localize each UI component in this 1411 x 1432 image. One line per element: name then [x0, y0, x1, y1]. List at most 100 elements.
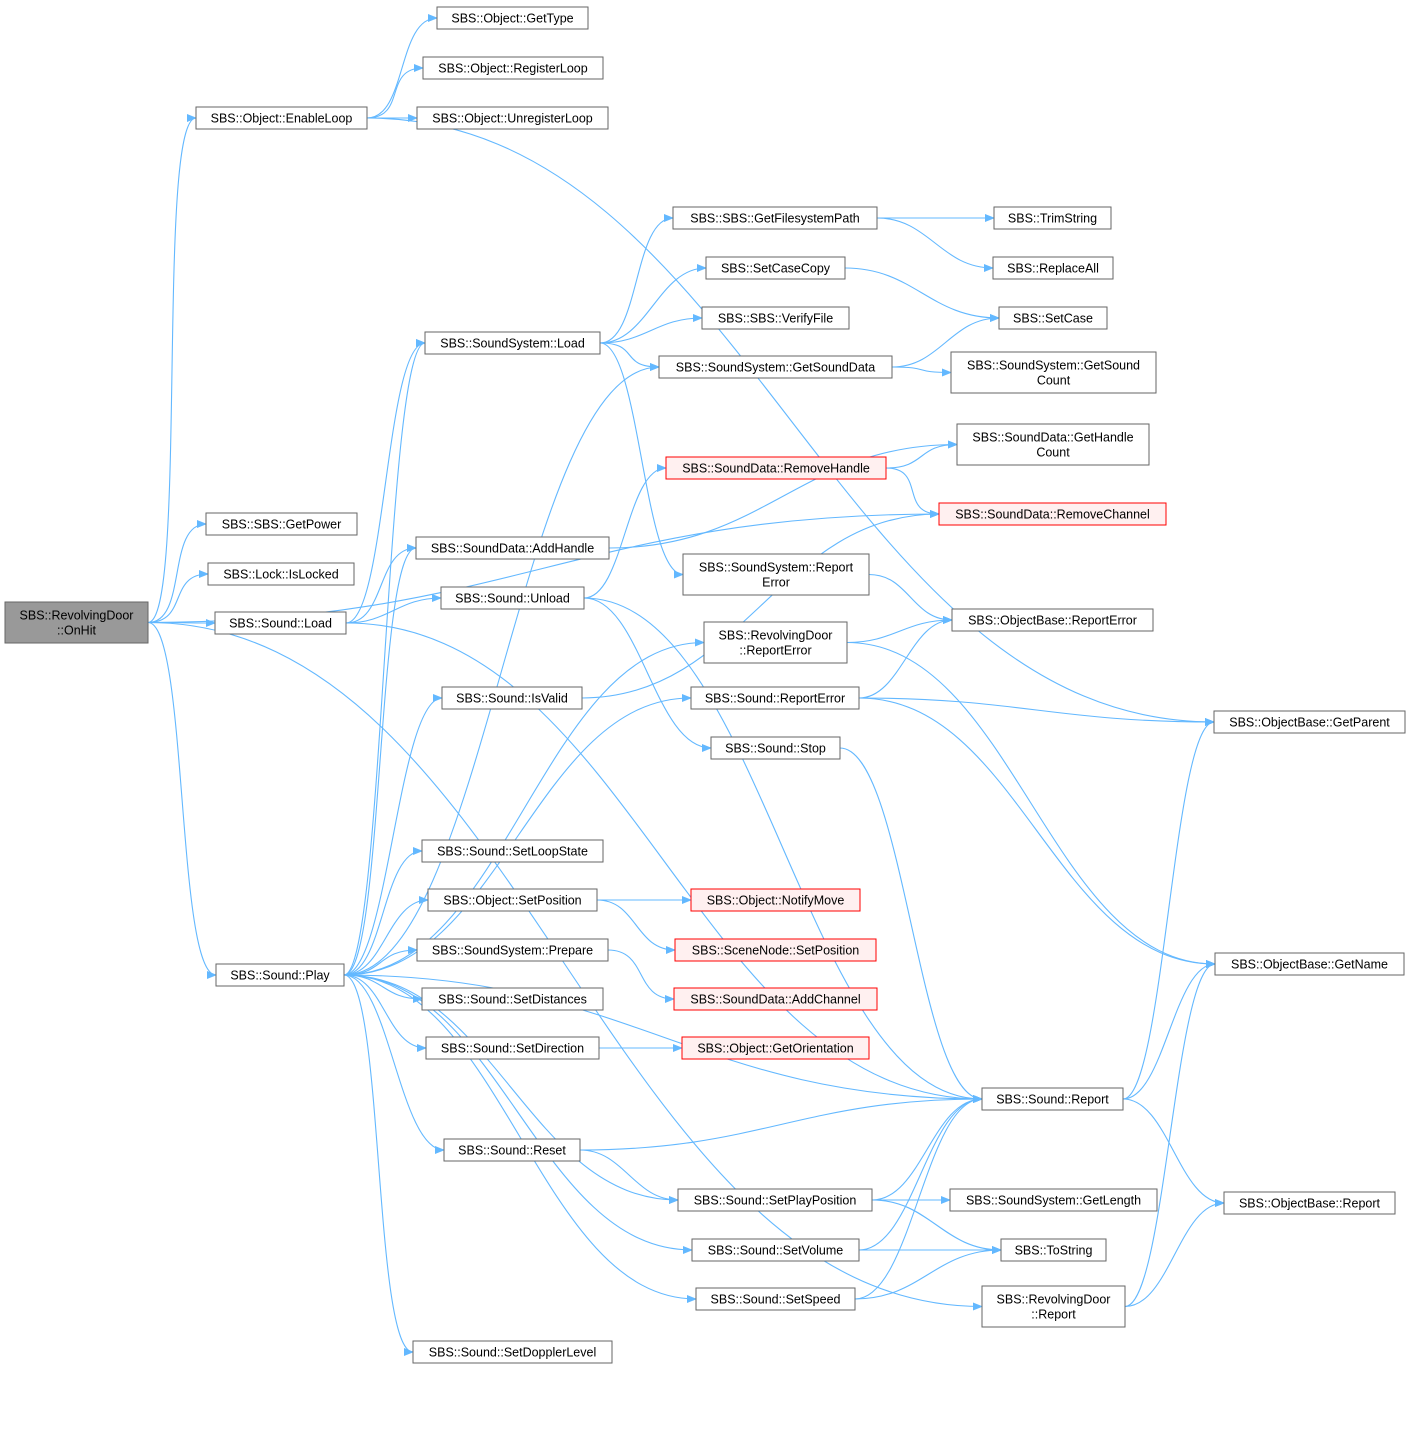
node-box [441, 686, 583, 710]
node-ssreporterror[interactable]: SBS::SoundSystem::ReportError [682, 553, 870, 596]
node-addhandle[interactable]: SBS::SoundData::AddHandle [415, 536, 610, 560]
edge-ssreporterror-to-objbasereporterror [868, 573, 953, 624]
edge-soundload-to-unload [345, 594, 442, 624]
node-getpower[interactable]: SBS::SBS::GetPower [205, 512, 358, 536]
node-label: SBS::SoundSystem::GetSound [967, 359, 1140, 373]
node-box [690, 888, 861, 912]
node-label: SBS::Object::SetPosition [443, 894, 581, 908]
node-box [672, 206, 878, 230]
node-getname[interactable]: SBS::ObjectBase::GetName [1214, 952, 1405, 976]
node-setspeed[interactable]: SBS::Sound::SetSpeed [695, 1287, 856, 1311]
node-soundreport[interactable]: SBS::Sound::Report [981, 1087, 1124, 1111]
node-removehandle[interactable]: SBS::SoundData::RemoveHandle [665, 456, 887, 480]
node-box [205, 512, 358, 536]
edge-onhit-to-rdreport [147, 621, 983, 1311]
node-getsounddata[interactable]: SBS::SoundSystem::GetSoundData [658, 355, 893, 379]
node-setloopstate[interactable]: SBS::Sound::SetLoopState [421, 839, 604, 863]
node-box [682, 553, 870, 596]
node-tostring[interactable]: SBS::ToString [1000, 1238, 1107, 1262]
node-enableloop[interactable]: SBS::Object::EnableLoop [195, 106, 368, 130]
node-soundreporterror[interactable]: SBS::Sound::ReportError [690, 686, 860, 710]
node-setcasecopy[interactable]: SBS::SetCaseCopy [705, 256, 846, 280]
edge-onhit-to-soundplay [147, 621, 217, 979]
edge-isvalid-to-removechannel [581, 510, 940, 699]
node-box [207, 562, 355, 586]
node-box [415, 536, 610, 560]
edge-soundplay-to-setdirection [343, 974, 427, 1052]
node-setplaypos[interactable]: SBS::Sound::SetPlayPosition [677, 1188, 873, 1212]
node-label: SBS::Object::EnableLoop [211, 112, 353, 126]
node-setdoppler[interactable]: SBS::Sound::SetDopplerLevel [412, 1340, 613, 1364]
node-label: SBS::Sound::SetPlayPosition [694, 1194, 857, 1208]
node-objsetposition[interactable]: SBS::Object::SetPosition [427, 888, 598, 912]
node-label: SBS::Sound::ReportError [705, 692, 845, 706]
edge-soundreport-to-objbasereport [1122, 1098, 1225, 1207]
node-unregisterloop[interactable]: SBS::Object::UnregisterLoop [416, 106, 609, 130]
node-isvalid[interactable]: SBS::Sound::IsValid [441, 686, 583, 710]
node-registerloop[interactable]: SBS::Object::RegisterLoop [422, 56, 604, 80]
node-label: SBS::RevolvingDoor [20, 609, 134, 623]
node-getparent[interactable]: SBS::ObjectBase::GetParent [1213, 710, 1406, 734]
node-verifyfile[interactable]: SBS::SBS::VerifyFile [701, 306, 850, 330]
edge-soundplay-to-setdistances [343, 974, 423, 1003]
node-scenesetposition[interactable]: SBS::SceneNode::SetPosition [674, 938, 877, 962]
node-addchannel[interactable]: SBS::SoundData::AddChannel [673, 987, 878, 1011]
node-soundplay[interactable]: SBS::Sound::Play [215, 963, 345, 987]
edge-onhit-to-enableloop [147, 114, 197, 624]
node-reset[interactable]: SBS::Sound::Reset [443, 1138, 581, 1162]
node-box [658, 355, 893, 379]
node-box [710, 736, 841, 760]
edge-soundplay-to-setdoppler [343, 974, 414, 1356]
edge-soundreport-to-getname [1122, 960, 1216, 1100]
node-stop[interactable]: SBS::Sound::Stop [710, 736, 841, 760]
node-box [412, 1340, 613, 1364]
node-box [421, 987, 604, 1011]
node-box [938, 502, 1167, 526]
node-label: SBS::SetCaseCopy [721, 262, 831, 276]
node-setdirection[interactable]: SBS::Sound::SetDirection [425, 1036, 600, 1060]
node-label: SBS::SBS::GetFilesystemPath [690, 212, 860, 226]
node-objbasereport[interactable]: SBS::ObjectBase::Report [1223, 1191, 1396, 1215]
node-getorientation[interactable]: SBS::Object::GetOrientation [681, 1036, 870, 1060]
node-rdreport[interactable]: SBS::RevolvingDoor::Report [981, 1285, 1126, 1328]
node-box [674, 938, 877, 962]
edge-setplaypos-to-tostring [871, 1199, 1002, 1254]
node-prepare[interactable]: SBS::SoundSystem::Prepare [416, 938, 609, 962]
node-box [416, 106, 609, 130]
edge-soundplay-to-isvalid [343, 694, 443, 976]
node-soundload[interactable]: SBS::Sound::Load [214, 611, 347, 635]
node-trimstring[interactable]: SBS::TrimString [993, 206, 1112, 230]
node-onhit[interactable]: SBS::RevolvingDoor::OnHit [4, 601, 149, 644]
node-label: SBS::Sound::Load [229, 617, 332, 631]
node-label: SBS::SoundData::RemoveHandle [682, 462, 870, 476]
node-removechannel[interactable]: SBS::SoundData::RemoveChannel [938, 502, 1167, 526]
node-setvolume[interactable]: SBS::Sound::SetVolume [691, 1238, 860, 1262]
node-box [421, 839, 604, 863]
edge-soundplay-to-getsounddata [343, 363, 660, 976]
node-box [422, 56, 604, 80]
node-rdreporterror[interactable]: SBS::RevolvingDoor::ReportError [703, 621, 848, 664]
node-box [981, 1285, 1126, 1328]
node-objbasereporterror[interactable]: SBS::ObjectBase::ReportError [951, 608, 1154, 632]
node-box [981, 1087, 1124, 1111]
node-box [424, 331, 601, 355]
edge-soundload-to-addhandle [345, 544, 417, 624]
node-getfspath[interactable]: SBS::SBS::GetFilesystemPath [672, 206, 878, 230]
node-setcase[interactable]: SBS::SetCase [998, 306, 1108, 330]
node-label: SBS::Sound::Report [996, 1093, 1109, 1107]
node-replaceall[interactable]: SBS::ReplaceAll [992, 256, 1114, 280]
node-notifymove[interactable]: SBS::Object::NotifyMove [690, 888, 861, 912]
node-label: SBS::SoundData::RemoveChannel [955, 508, 1150, 522]
node-unload[interactable]: SBS::Sound::Unload [440, 586, 585, 610]
node-setdistances[interactable]: SBS::Sound::SetDistances [421, 987, 604, 1011]
node-label: SBS::SBS::GetPower [222, 518, 342, 532]
node-gettype[interactable]: SBS::Object::GetType [436, 6, 589, 30]
node-sslload[interactable]: SBS::SoundSystem::Load [424, 331, 601, 355]
node-label: ::Report [1031, 1308, 1076, 1322]
node-getlength[interactable]: SBS::SoundSystem::GetLength [949, 1188, 1158, 1212]
node-islocked[interactable]: SBS::Lock::IsLocked [207, 562, 355, 586]
node-label: SBS::SBS::VerifyFile [718, 312, 833, 326]
node-label: ::ReportError [739, 644, 811, 658]
